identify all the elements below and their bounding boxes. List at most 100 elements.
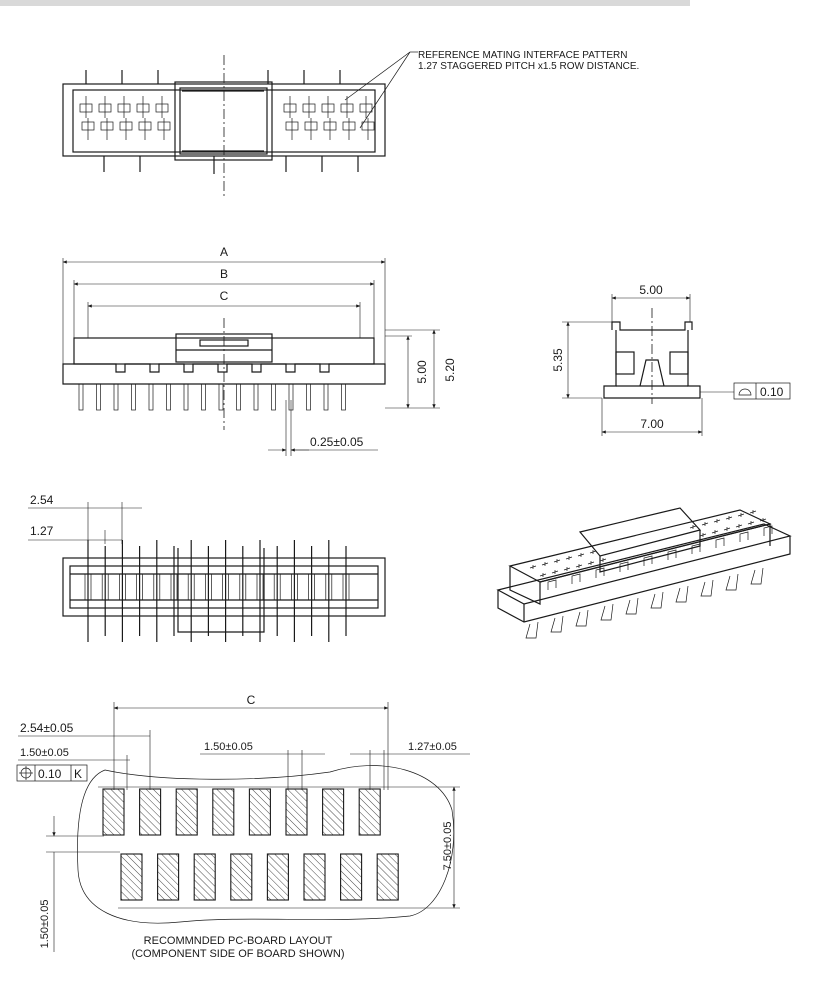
pin-socket (325, 573, 333, 601)
dim-c-label: C (220, 289, 229, 303)
lead (201, 383, 206, 411)
iso-leg (625, 597, 639, 615)
side-width-top-label: 5.00 (639, 283, 663, 297)
pcb-pad-top (322, 788, 345, 836)
position-tolerance-value: 0.10 (38, 767, 62, 781)
lead (341, 383, 346, 411)
iso-tooth (619, 561, 629, 572)
datum-letter: K (74, 767, 82, 781)
pin-socket (136, 573, 143, 601)
pin-socket (239, 573, 247, 601)
iso-contact-mark (747, 521, 755, 525)
lead (306, 383, 311, 411)
pcb-pad-height-label: 1.50±0.05 (39, 900, 51, 949)
pcb-pad-top (102, 788, 125, 836)
top-view (62, 51, 418, 198)
bottom-pitch-127-label: 1.27 (30, 524, 54, 538)
height-520-label: 5.20 (443, 358, 457, 382)
lead (236, 383, 241, 411)
iso-contact-mark (701, 522, 709, 526)
iso-tooth (667, 549, 677, 560)
reference-note-line1: REFERENCE MATING INTERFACE PATTERN (418, 50, 627, 61)
reference-note-line2: 1.27 STAGGERED PITCH x1.5 ROW DISTANCE. (418, 61, 639, 72)
lead-width-label: 0.25±0.05 (310, 435, 364, 449)
side-view (562, 294, 791, 436)
iso-contact-mark (723, 527, 731, 531)
pcb-pad-bottom (376, 853, 399, 901)
lead (183, 383, 189, 411)
lead (166, 383, 171, 411)
lead (323, 383, 329, 411)
pin-socket (84, 573, 92, 601)
iso-tooth (547, 579, 557, 590)
pcb-pad-top (358, 788, 381, 836)
pin-socket (170, 573, 178, 601)
iso-contact-mark (699, 533, 707, 537)
iso-leg (750, 567, 764, 585)
pcb-dim-c-label: C (247, 693, 256, 707)
iso-contact-mark (577, 553, 585, 557)
dim-a-label: A (220, 245, 228, 259)
pin-socket (101, 573, 109, 601)
front-view (62, 258, 440, 456)
iso-tooth (595, 567, 605, 578)
pin-socket (256, 573, 264, 601)
iso-contact-mark (713, 519, 721, 523)
pin-socket (222, 573, 229, 601)
bottom-pitch-254-label: 2.54 (30, 493, 54, 507)
iso-tooth (571, 573, 581, 584)
iso-contact-mark (599, 558, 607, 562)
pin-socket (205, 573, 212, 601)
iso-leg (575, 609, 589, 627)
iso-contact-mark (737, 513, 745, 517)
iso-contact-mark (589, 550, 597, 554)
lead (271, 383, 276, 411)
pcb-pad-top (175, 788, 198, 836)
pcb-pad-top (248, 788, 271, 836)
iso-contact-mark (587, 561, 595, 565)
layout-note-line2: (COMPONENT SIDE OF BOARD SHOWN) (131, 948, 344, 960)
lead (148, 383, 154, 411)
iso-contact-mark (565, 556, 573, 560)
iso-tooth (643, 555, 653, 566)
pcb-pad-bottom (120, 853, 143, 901)
lead (131, 383, 136, 411)
dim-b-label: B (220, 267, 228, 281)
pcb-pad-bottom (303, 853, 326, 901)
pcb-pad-bottom (266, 853, 289, 901)
top-strip (0, 0, 690, 6)
iso-contact-mark (725, 516, 733, 520)
lead (96, 383, 101, 411)
pcb-pitch-254-label: 2.54±0.05 (20, 721, 74, 735)
pin-socket (342, 573, 350, 601)
pcb-pad-top (212, 788, 235, 836)
iso-contact-mark (529, 565, 537, 569)
iso-leg (600, 603, 614, 621)
lead (218, 383, 224, 411)
flatness-value: 0.10 (760, 385, 784, 399)
pin-socket (273, 573, 281, 601)
pcb-pad-width-label: 1.50±0.05 (204, 741, 253, 753)
iso-tooth (715, 537, 725, 548)
iso-leg (675, 585, 689, 603)
pcb-layout-view (16, 702, 470, 952)
iso-contact-mark (553, 559, 561, 563)
pin-socket (308, 573, 315, 601)
iso-contact-mark (689, 525, 697, 529)
iso-tooth (691, 543, 701, 554)
iso-contact-mark (551, 570, 559, 574)
side-height-label: 5.35 (551, 348, 565, 372)
pin-socket (187, 573, 195, 601)
iso-contact-mark (735, 524, 743, 528)
iso-contact-mark (563, 567, 571, 571)
iso-contact-mark (759, 518, 767, 522)
iso-contact-mark (541, 562, 549, 566)
pcb-row-distance-label: 7.50±0.05 (442, 822, 454, 871)
pcb-pad-bottom (157, 853, 180, 901)
pin-socket (291, 573, 298, 601)
pcb-pad-top (139, 788, 162, 836)
iso-contact-mark (539, 573, 547, 577)
iso-leg (725, 573, 739, 591)
iso-tooth (739, 531, 749, 542)
iso-leg (525, 621, 539, 639)
